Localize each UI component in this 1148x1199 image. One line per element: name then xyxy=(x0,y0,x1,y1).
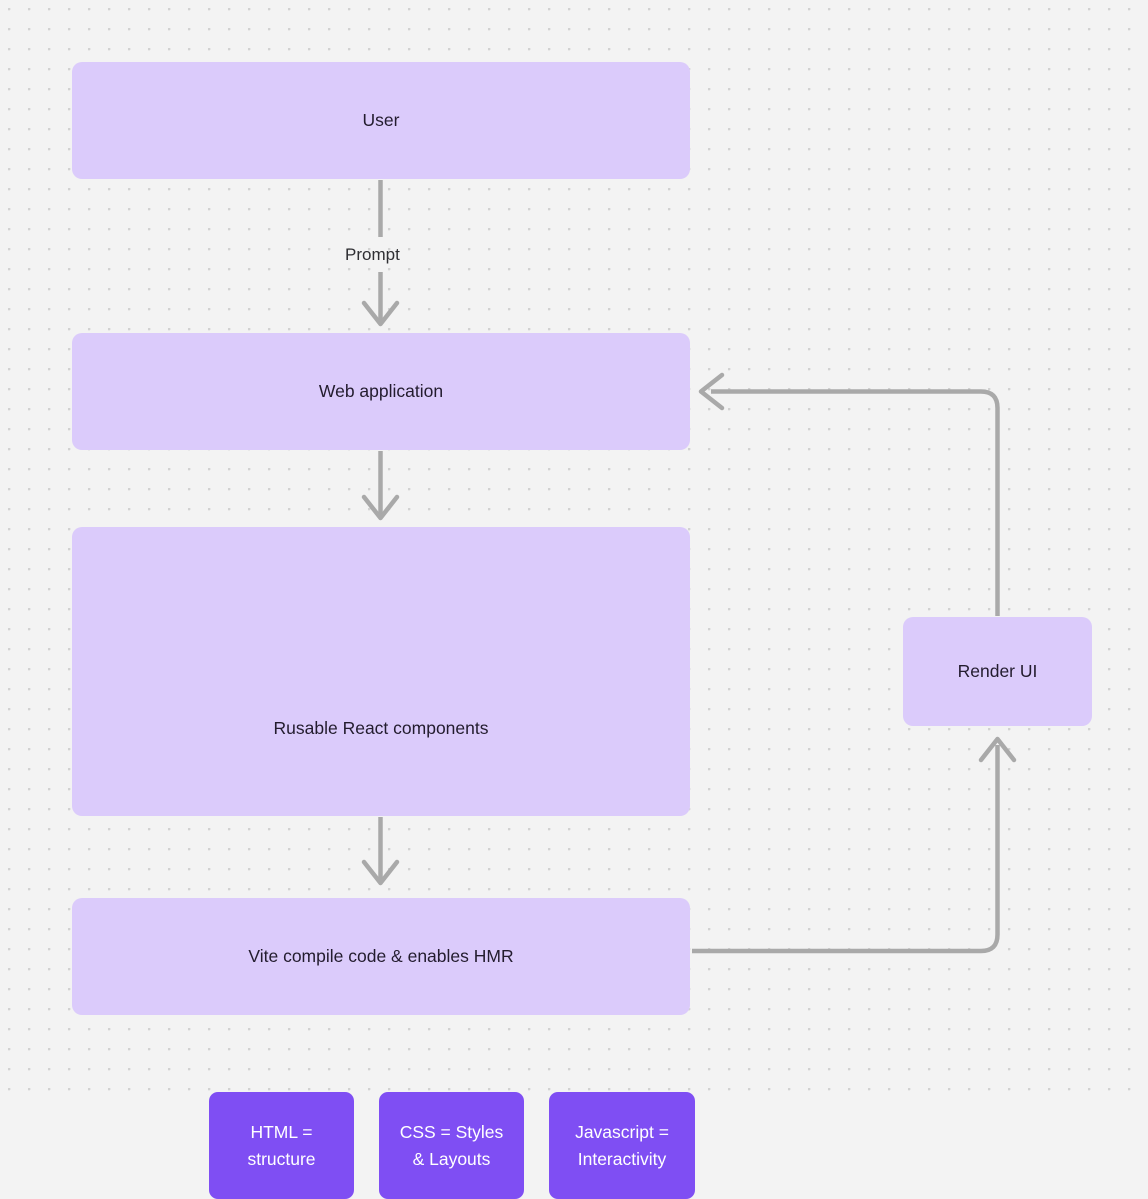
node-javascript-label: Javascript = Interactivity xyxy=(575,1119,669,1172)
node-web-application[interactable]: Web application xyxy=(72,333,690,450)
node-javascript[interactable]: Javascript = Interactivity xyxy=(549,1092,695,1199)
node-html-label-line1: HTML = xyxy=(250,1122,313,1143)
node-html[interactable]: HTML = structure xyxy=(209,1092,354,1199)
node-user-label: User xyxy=(362,109,400,130)
arrowhead-webapp-top xyxy=(361,300,400,327)
edge-label-prompt: Prompt xyxy=(345,245,400,264)
node-web-application-label: Web application xyxy=(318,380,444,401)
edge-renderui-to-webapp xyxy=(711,389,1000,616)
node-render-ui-label: Render UI xyxy=(957,660,1038,681)
node-reusable-components-caption: Rusable React components xyxy=(273,718,489,738)
arrowhead-components-top xyxy=(361,494,400,521)
arrowhead-webapp-right xyxy=(698,372,725,411)
node-css-label-line1: CSS = Styles xyxy=(399,1122,504,1143)
node-javascript-label-line2: Interactivity xyxy=(577,1148,667,1169)
node-html-label-line2: structure xyxy=(247,1148,316,1169)
node-javascript-label-line1: Javascript = xyxy=(575,1122,669,1143)
node-reusable-components-group[interactable]: HTML = structure CSS = Styles & Layouts … xyxy=(72,527,695,1199)
node-css-label: CSS = Styles & Layouts xyxy=(400,1119,504,1172)
node-render-ui[interactable]: Render UI xyxy=(903,617,1092,726)
arrowhead-vite-top xyxy=(361,859,400,886)
edge-vite-to-renderui xyxy=(692,745,1000,954)
arrowhead-renderui-bottom xyxy=(978,736,1017,763)
node-css-label-line2: & Layouts xyxy=(412,1148,491,1169)
node-html-label: HTML = structure xyxy=(247,1119,315,1172)
node-vite-label: Vite compile code & enables HMR xyxy=(248,945,514,966)
node-vite[interactable]: Vite compile code & enables HMR xyxy=(72,898,690,1015)
node-css[interactable]: CSS = Styles & Layouts xyxy=(379,1092,524,1199)
node-user[interactable]: User xyxy=(72,62,690,179)
